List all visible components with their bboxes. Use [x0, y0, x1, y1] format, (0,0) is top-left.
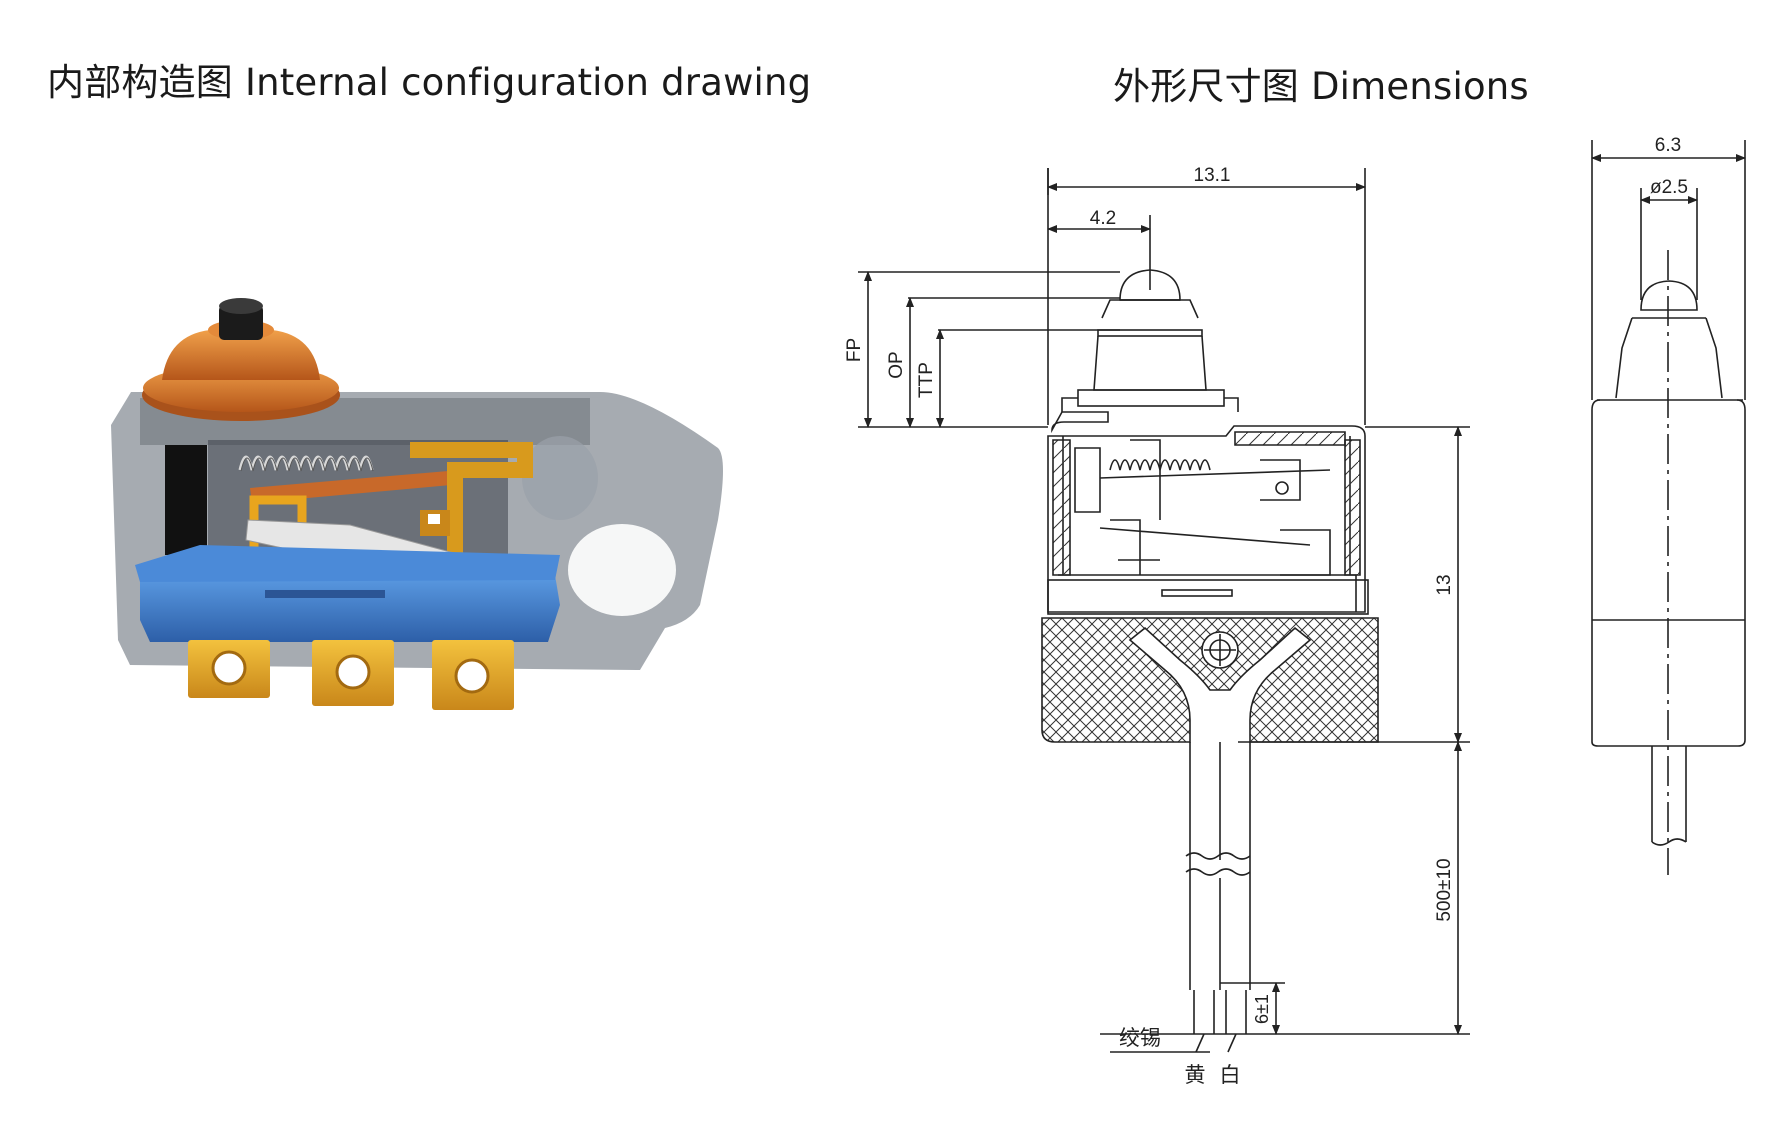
plunger-guide	[165, 445, 207, 555]
dim-overall-width: 13.1	[1194, 165, 1231, 186]
spring-icon	[238, 455, 374, 472]
dim-body-height: 13	[1434, 574, 1455, 595]
dim-strip-length: 6±1	[1252, 994, 1272, 1024]
dim-operating-position: OP	[886, 351, 907, 378]
dimensions-drawing-title: 外形尺寸图 Dimensions	[1113, 65, 1529, 108]
plunger-button	[219, 305, 263, 340]
switch-base	[140, 575, 560, 642]
dim-side-width: 6.3	[1655, 135, 1681, 156]
dim-free-position: FP	[844, 338, 865, 362]
front-view-drawing	[858, 168, 1470, 1053]
terminal-1	[188, 640, 270, 698]
terminal-3	[432, 640, 514, 710]
label-tinned: 绞锡	[1119, 1026, 1161, 1050]
label-yellow-wire: 黄	[1185, 1063, 1206, 1087]
dim-plunger-diameter: ø2.5	[1650, 177, 1688, 198]
mounting-hole-right	[568, 524, 676, 616]
actuator-boot	[162, 330, 320, 380]
label-white-wire: 白	[1220, 1063, 1241, 1087]
dim-total-travel-position: TTP	[916, 362, 937, 398]
dim-actuator-offset: 4.2	[1090, 208, 1116, 229]
side-view-drawing	[1591, 140, 1746, 875]
terminal-2	[312, 640, 394, 706]
dim-lead-length: 500±10	[1434, 858, 1455, 921]
internal-configuration-illustration	[111, 298, 723, 710]
internal-drawing-title: 内部构造图 Internal configuration drawing	[47, 61, 812, 104]
no-contact-frame	[410, 442, 533, 560]
contact-lever	[250, 470, 462, 503]
